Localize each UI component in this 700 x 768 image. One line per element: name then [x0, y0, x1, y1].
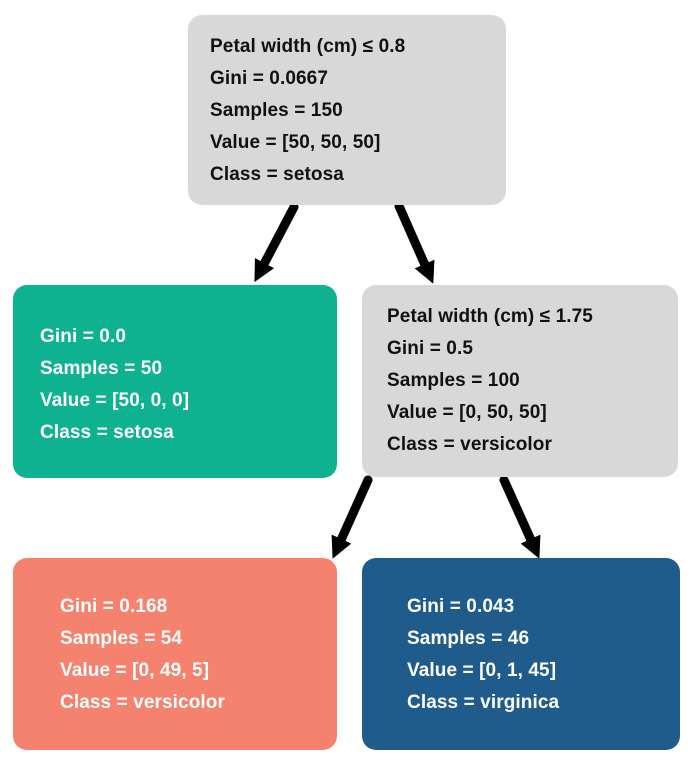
node-line-samples: Samples = 50	[40, 358, 163, 379]
node-line-value: Value = [50, 0, 0]	[40, 390, 190, 411]
node-line-condition: Petal width (cm) ≤ 1.75	[387, 306, 593, 327]
arrow-root-to-split2	[394, 201, 435, 284]
tree-node-leaf-setosa: Gini = 0.0 Samples = 50 Value = [50, 0, …	[13, 285, 337, 478]
node-line-gini: Gini = 0.0667	[210, 68, 329, 89]
node-line-value: Value = [0, 50, 50]	[387, 402, 547, 423]
tree-node-root-split: Petal width (cm) ≤ 0.8 Gini = 0.0667 Sam…	[188, 15, 506, 205]
node-line-gini: Gini = 0.043	[407, 596, 515, 617]
arrow-split2-to-virginica-leaf	[499, 475, 541, 559]
arrow-split2-to-versicolor-leaf	[331, 475, 373, 559]
node-line-value: Value = [0, 49, 5]	[60, 660, 210, 681]
node-line-class: Class = virginica	[407, 692, 560, 713]
node-line-gini: Gini = 0.168	[60, 596, 168, 617]
node-line-gini: Gini = 0.0	[40, 326, 127, 347]
node-line-value: Value = [0, 1, 45]	[407, 660, 557, 681]
node-line-gini: Gini = 0.5	[387, 338, 474, 359]
tree-node-split-petal-width: Petal width (cm) ≤ 1.75 Gini = 0.5 Sampl…	[362, 285, 678, 477]
node-line-class: Class = versicolor	[387, 434, 552, 455]
node-line-class: Class = setosa	[40, 422, 174, 443]
tree-node-leaf-virginica: Gini = 0.043 Samples = 46 Value = [0, 1,…	[362, 558, 680, 750]
node-line-samples: Samples = 100	[387, 370, 520, 391]
node-line-value: Value = [50, 50, 50]	[210, 132, 381, 153]
node-line-samples: Samples = 54	[60, 628, 183, 649]
node-line-condition: Petal width (cm) ≤ 0.8	[210, 36, 406, 57]
node-line-samples: Samples = 150	[210, 100, 343, 121]
node-line-class: Class = setosa	[210, 164, 344, 185]
node-line-samples: Samples = 46	[407, 628, 530, 649]
tree-node-leaf-versicolor: Gini = 0.168 Samples = 54 Value = [0, 49…	[13, 558, 337, 750]
node-line-class: Class = versicolor	[60, 692, 225, 713]
arrow-root-to-setosa-leaf	[254, 202, 299, 283]
